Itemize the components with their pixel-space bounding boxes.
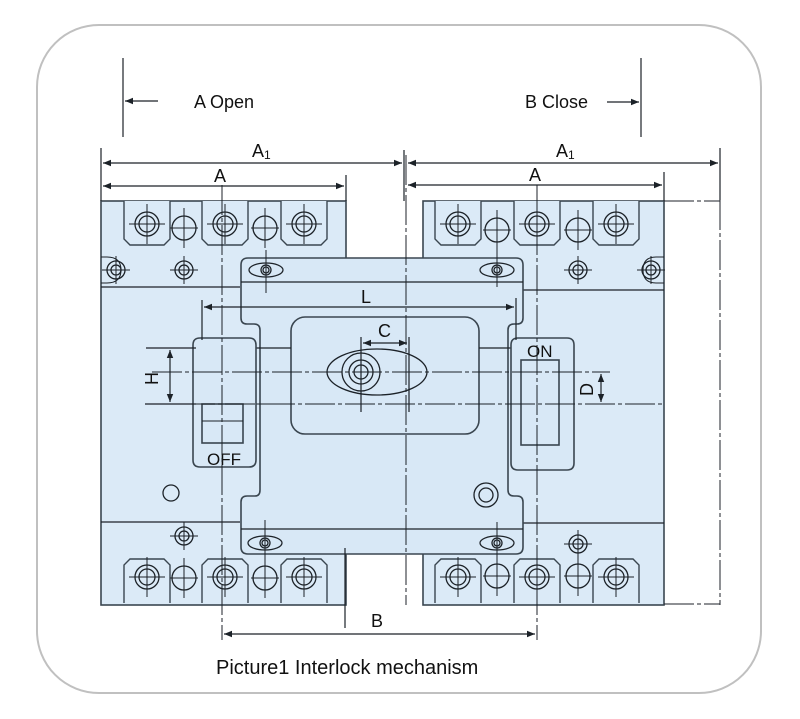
hole-right-outer <box>473 482 499 508</box>
on-handle <box>510 337 575 471</box>
dim-c: C <box>378 321 391 341</box>
center-lines <box>145 155 664 640</box>
dim-a-left: A <box>214 166 226 186</box>
hole-left <box>162 484 180 502</box>
hole-right-inner <box>478 487 494 503</box>
dim-a-right: A <box>529 165 541 185</box>
close-label: B Close <box>525 92 588 112</box>
handle-window <box>290 316 480 435</box>
plate-screws <box>247 250 515 562</box>
extension-outline <box>664 160 721 605</box>
on-label: ON <box>527 342 553 361</box>
dim-d: D <box>577 383 597 396</box>
dim-a1-right: A1 <box>556 141 575 162</box>
dim-a1-left: A1 <box>252 141 271 162</box>
open-label: A Open <box>194 92 254 112</box>
off-handle <box>192 337 257 468</box>
dim-h: H <box>142 372 162 385</box>
dimension-lines <box>100 58 721 638</box>
side-clip <box>101 256 122 284</box>
dim-b: B <box>371 611 383 631</box>
side-clip <box>642 256 664 284</box>
off-label: OFF <box>207 450 241 469</box>
figure-caption: Picture1 Interlock mechanism <box>216 657 478 679</box>
dim-l: L <box>361 287 371 307</box>
